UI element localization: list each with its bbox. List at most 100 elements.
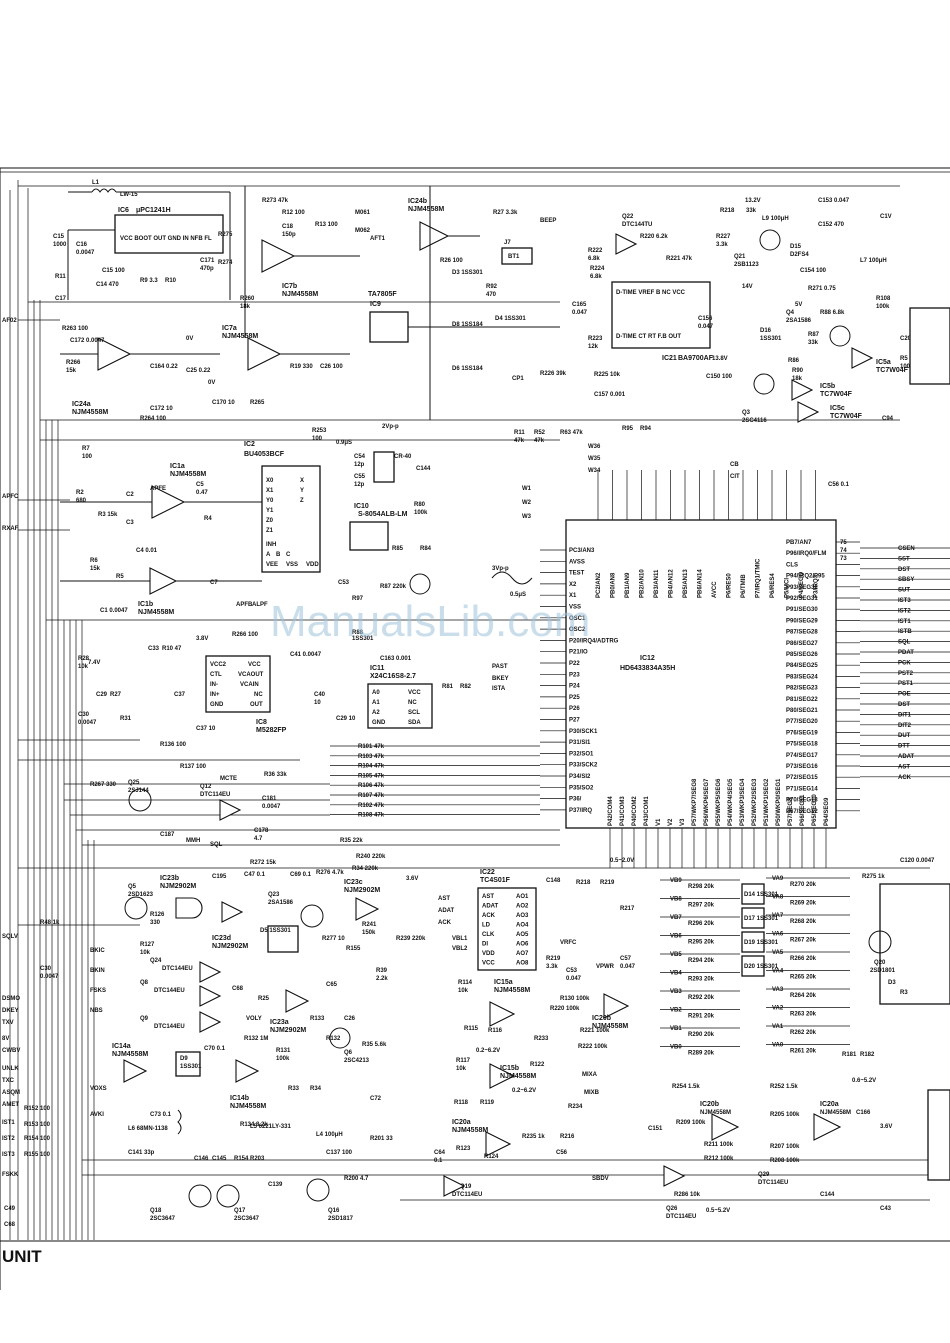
svg-text:R252 1.5k: R252 1.5k: [770, 1084, 798, 1090]
svg-text:0V: 0V: [186, 336, 193, 342]
right-signal-label: ADAT: [898, 754, 915, 760]
svg-text:R275: R275: [218, 232, 233, 238]
signal-txv: TXV: [2, 1020, 14, 1026]
svg-text:R235 1k: R235 1k: [522, 1134, 545, 1140]
va-resistor: R263 20k: [790, 1012, 817, 1018]
ic17-gate: [221, 901, 244, 923]
ic12-left-pin: P32/SO1: [569, 751, 594, 757]
ic11-part: X24C16S8-2.7: [370, 673, 416, 680]
svg-text:R95: R95: [622, 426, 634, 432]
ic8-pin-in-minus: IN-: [210, 682, 218, 688]
v14-label: 14V: [742, 284, 753, 290]
va-label: VA8: [772, 895, 784, 901]
svg-text:R25: R25: [258, 996, 270, 1002]
ic7b-opamp: [261, 239, 296, 273]
svg-text:R137 100: R137 100: [180, 764, 207, 770]
volt-range3-label: 0.6~5.2V: [852, 1078, 876, 1084]
q23-part: 2SA1586: [268, 900, 294, 906]
vb-resistor: R293 20k: [688, 977, 715, 983]
svg-text:1SS301: 1SS301: [352, 636, 374, 642]
svg-text:100: 100: [82, 454, 93, 460]
svg-text:C152 470: C152 470: [818, 222, 845, 228]
svg-text:C146: C146: [194, 1156, 209, 1162]
ic12-bottom-pin: P43/COM1: [644, 796, 650, 826]
ic13-left-pin: ADAT: [482, 904, 499, 910]
ic12-bottom-pin: P55/WKP5/SEG6: [716, 778, 722, 826]
q6-symbol: [329, 1027, 351, 1049]
ic2-pin-inh: INH: [266, 542, 276, 548]
svg-text:R13 100: R13 100: [315, 222, 338, 228]
q3-name: Q3: [742, 410, 751, 416]
svg-text:10k: 10k: [78, 664, 89, 670]
q23-symbol: [300, 904, 324, 928]
svg-text:150p: 150p: [282, 232, 296, 238]
ic8-box: [205, 655, 271, 713]
q29-part: DTC114EU: [758, 1180, 788, 1186]
ic8-pin-nc: NC: [254, 692, 263, 698]
va-label: VA1: [772, 1024, 784, 1030]
svg-text:R208 100k: R208 100k: [770, 1158, 800, 1164]
ic2-pin-y: Y: [300, 488, 304, 494]
ic14a-name: IC15a: [494, 979, 513, 986]
ic11-pin-gnd: GND: [372, 720, 386, 726]
ic23c-name: IC14a: [112, 1043, 131, 1050]
resistor-bank-item: R107 47k: [358, 793, 385, 799]
volt-range1-label: 0.5~2.0V: [610, 858, 634, 864]
ic23c-part: NJM4558M: [112, 1051, 148, 1058]
svg-text:R220 6.2k: R220 6.2k: [640, 234, 668, 240]
vb-resistor: R292 20k: [688, 995, 715, 1001]
svg-text:R241: R241: [362, 922, 377, 928]
q26-symbol: [663, 1165, 686, 1187]
svg-text:C53: C53: [338, 580, 350, 586]
svg-text:C165: C165: [572, 302, 587, 308]
signal-cwbv: CWBV: [2, 1048, 20, 1054]
unit-label: UNIT: [2, 1247, 42, 1266]
ic5b-part: TC7W04F: [820, 391, 853, 398]
ic15a-part: NJM4558M: [452, 1127, 488, 1134]
va-label: VA5: [772, 950, 784, 956]
ic12-left-pins: PC3/AN3AVSSTESTX2X1VSSOSC1OSC2P20/IRQ4/A…: [540, 548, 619, 814]
svg-text:C56: C56: [556, 1150, 568, 1156]
svg-text:R154: R154: [234, 1156, 249, 1162]
ic12-bottom-pin: P57/WKP7/SEG8: [692, 778, 698, 826]
va-label: VA3: [772, 987, 784, 993]
svg-text:NBS: NBS: [90, 1008, 103, 1014]
svg-text:VPWR: VPWR: [596, 964, 615, 970]
ic15a-name: IC20a: [452, 1119, 471, 1126]
svg-text:12p: 12p: [354, 482, 365, 488]
svg-text:R39: R39: [376, 968, 388, 974]
svg-text:R182: R182: [860, 1052, 875, 1058]
va-label: VA9: [772, 876, 784, 882]
svg-text:R221 47k: R221 47k: [666, 256, 693, 262]
svg-text:R115: R115: [464, 1026, 479, 1032]
svg-text:R266 100: R266 100: [232, 632, 259, 638]
lw15-label: LW-15: [120, 192, 138, 198]
vb-resistor: R297 20k: [688, 903, 715, 909]
l6-coil: [177, 1109, 182, 1135]
svg-text:47k: 47k: [534, 438, 545, 444]
svg-text:100k: 100k: [876, 304, 890, 310]
vb-resistor: R291 20k: [688, 1014, 715, 1020]
svg-text:D6 1SS184: D6 1SS184: [452, 366, 483, 372]
ic8-pin-vcaout: VCAOUT: [238, 672, 264, 678]
ic15b-opamp: [603, 993, 630, 1019]
svg-text:ALPF: ALPF: [252, 602, 268, 608]
svg-text:C29 10: C29 10: [336, 716, 356, 722]
svg-text:C15 100: C15 100: [102, 268, 125, 274]
svg-text:R286 10k: R286 10k: [674, 1192, 701, 1198]
svg-text:R27: R27: [110, 692, 122, 698]
svg-text:VOXS: VOXS: [90, 1086, 107, 1092]
ic12-left-pin: P35/SO2: [569, 785, 594, 791]
vpp-label: 2Vp-p: [382, 424, 399, 430]
ic12-left-pin: PC3/AN3: [569, 548, 595, 554]
svg-text:C47 0.1: C47 0.1: [244, 872, 266, 878]
ic11-pin-nc: NC: [408, 700, 417, 706]
ic12-right-pin: P80/SEG21: [786, 708, 818, 714]
ic12-bottom-pin: P52/WKP2/SEG3: [752, 778, 758, 826]
ic23d-name: IC23a: [270, 1019, 289, 1026]
q21-part: 2SB1123: [734, 262, 759, 268]
svg-text:74: 74: [840, 548, 847, 554]
va-label: VA4: [772, 969, 784, 975]
right-signal-label: IST2: [898, 608, 911, 614]
